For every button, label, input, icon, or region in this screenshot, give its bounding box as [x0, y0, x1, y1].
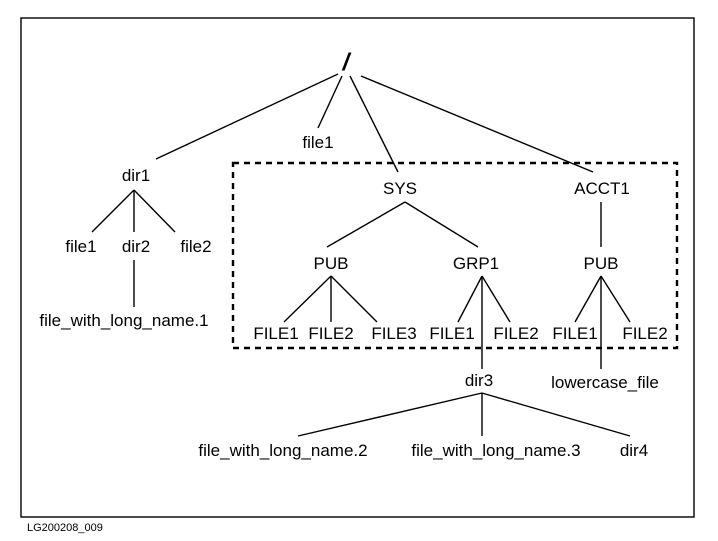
node-lowercase-file: lowercase_file [551, 373, 659, 392]
edge-dir1-file2 [133, 189, 176, 233]
node-syspub-file3: FILE3 [371, 324, 416, 343]
node-long-name-3: file_with_long_name.3 [411, 441, 580, 460]
figure-id: LG200208_009 [27, 522, 103, 534]
edge-acctpub-file2 [600, 275, 631, 323]
node-grp1-file2: FILE2 [493, 324, 538, 343]
node-long-name-2: file_with_long_name.2 [198, 441, 367, 460]
edge-root-file1 [317, 75, 343, 129]
node-sys: SYS [383, 179, 417, 198]
node-dir1-file1: file1 [65, 237, 96, 256]
dir3-edges [297, 392, 631, 437]
node-acctpub-file2: FILE2 [622, 324, 667, 343]
edge-grp1-file2 [481, 275, 511, 323]
node-acct1-pub: PUB [584, 254, 619, 273]
node-syspub-file2: FILE2 [308, 324, 353, 343]
edge-syspub-file1 [283, 275, 332, 323]
node-dir4: dir4 [620, 441, 648, 460]
node-sys-pub: PUB [314, 254, 349, 273]
node-root: / [342, 49, 352, 76]
node-dir2: dir2 [122, 237, 150, 256]
node-acctpub-file1: FILE1 [552, 324, 597, 343]
node-grp1: GRP1 [453, 254, 499, 273]
diagram-frame [20, 17, 695, 518]
edge-sys-grp1 [404, 201, 479, 248]
sys-edges [283, 201, 511, 369]
node-grp1-file1: FILE1 [429, 324, 474, 343]
node-dir3: dir3 [465, 371, 493, 390]
edge-acctpub-file1 [574, 275, 602, 323]
node-long-name-1: file_with_long_name.1 [39, 311, 208, 330]
root-edges [155, 73, 594, 173]
edge-dir3-dir4 [481, 392, 631, 437]
dashed-group-box [231, 161, 679, 350]
node-acct1: ACCT1 [574, 179, 630, 198]
edge-root-dir1 [155, 73, 339, 160]
node-root-file1: file1 [302, 133, 333, 152]
edge-sys-pub [326, 201, 406, 248]
node-dir1-file2: file2 [180, 237, 211, 256]
acct1-edges [574, 202, 631, 369]
edge-syspub-file3 [330, 275, 378, 323]
edge-root-acct1 [360, 75, 594, 173]
dir1-edges [91, 189, 176, 307]
node-dir1: dir1 [122, 166, 150, 185]
edge-root-sys [349, 75, 399, 173]
edge-dir1-file1 [91, 189, 135, 233]
edge-grp1-file1 [457, 275, 483, 323]
node-syspub-file1: FILE1 [253, 324, 298, 343]
edge-dir3-long-name-2 [297, 392, 483, 437]
